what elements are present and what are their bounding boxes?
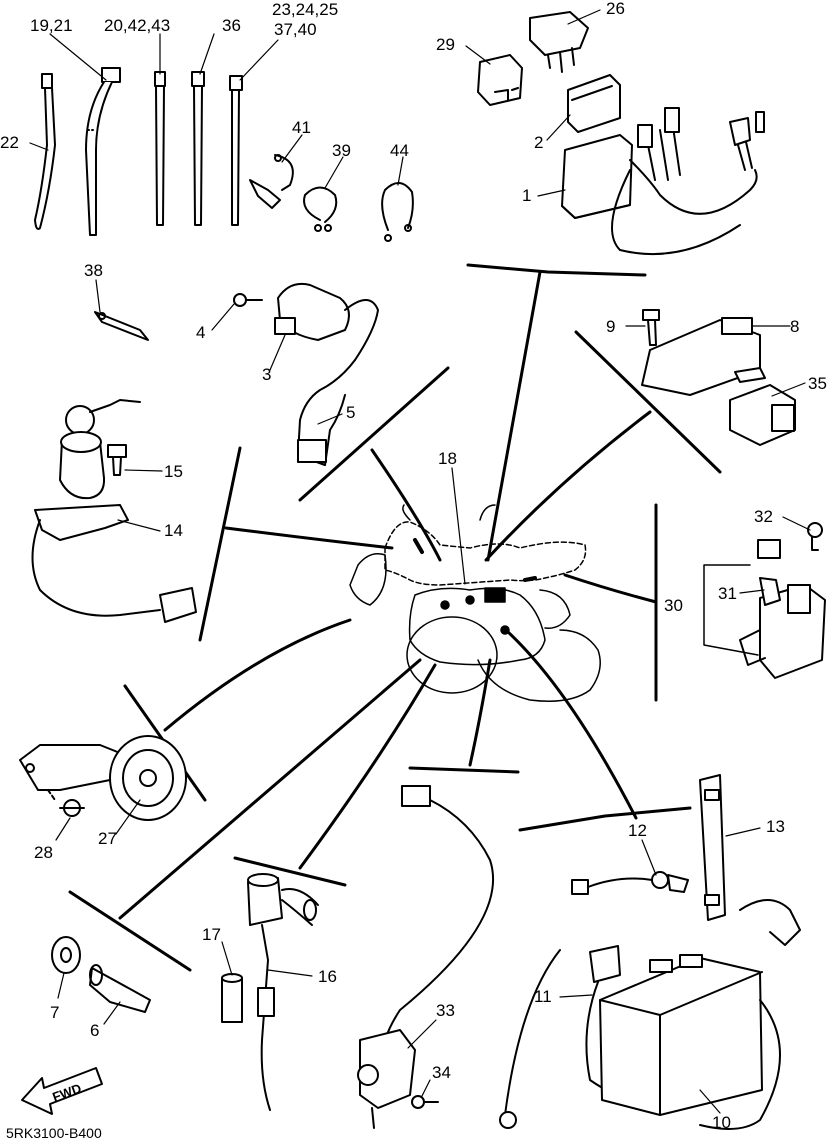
callout-36: 36 xyxy=(222,16,241,35)
diagram-code: 5RK3100-B400 xyxy=(6,1125,102,1141)
callout-2: 2 xyxy=(534,133,544,152)
callout-10: 10 xyxy=(712,1113,731,1132)
callout-27: 27 xyxy=(98,829,117,848)
callout-35: 35 xyxy=(808,374,827,393)
rectifier-8 xyxy=(642,318,765,395)
collar-17 xyxy=(222,974,242,1022)
clamp-44 xyxy=(382,183,413,241)
section-dividers xyxy=(70,265,720,970)
callout-6: 6 xyxy=(90,1021,100,1040)
callout-18: 18 xyxy=(438,449,457,468)
callout-44: 44 xyxy=(390,141,409,160)
cable-tie-22 xyxy=(35,74,55,229)
callout-4: 4 xyxy=(196,323,206,342)
callout-38: 38 xyxy=(84,261,103,280)
callout-23-24-25: 23,24,25 xyxy=(272,0,339,19)
callout-28: 28 xyxy=(34,843,53,862)
battery-band-13 xyxy=(700,775,725,920)
clamp-41 xyxy=(250,155,293,208)
forward-arrow-icon: FWD xyxy=(22,1068,102,1114)
callout-7: 7 xyxy=(50,1003,60,1022)
ground-lead xyxy=(500,950,560,1128)
callout-34: 34 xyxy=(432,1063,451,1082)
callout-3: 3 xyxy=(262,365,272,384)
battery-lead-12 xyxy=(572,872,688,894)
leader-lines xyxy=(30,10,810,1113)
callout-39: 39 xyxy=(332,141,351,160)
fuse-31 xyxy=(760,578,780,605)
relay-26 xyxy=(530,12,588,72)
callout-26: 26 xyxy=(606,0,625,18)
bolt-34 xyxy=(412,1096,438,1108)
callout-9: 9 xyxy=(606,317,616,336)
relay-29 xyxy=(478,55,522,105)
screw-15 xyxy=(108,445,126,475)
bolt-32 xyxy=(808,523,822,550)
neutral-switch-16 xyxy=(248,874,318,1110)
callout-13: 13 xyxy=(766,817,785,836)
callout-41: 41 xyxy=(292,118,311,137)
callout-15: 15 xyxy=(164,462,183,481)
callout-17: 17 xyxy=(202,925,221,944)
cable-tie-36 xyxy=(192,72,204,225)
callout-37-40: 37,40 xyxy=(274,20,317,39)
ignition-coil-3 xyxy=(275,284,378,360)
callout-22: 22 xyxy=(0,133,19,152)
battery-10 xyxy=(600,900,800,1129)
callout-16: 16 xyxy=(318,967,337,986)
callout-11: 11 xyxy=(534,987,552,1006)
bolt-28 xyxy=(60,800,84,816)
cable-tie-20 xyxy=(155,72,165,225)
callout-19-21: 19,21 xyxy=(30,16,73,35)
bracket-38 xyxy=(95,312,148,340)
washer-7 xyxy=(52,937,80,973)
motorcycle-silhouette xyxy=(350,505,600,701)
bolt-4 xyxy=(234,294,262,306)
sensor-6 xyxy=(90,965,150,1012)
plug-cap-5 xyxy=(298,360,355,465)
ecu-unit-1 xyxy=(562,108,764,254)
callout-1: 1 xyxy=(522,186,532,205)
callout-14: 14 xyxy=(164,521,183,540)
relay-35 xyxy=(730,385,795,445)
callout-32: 32 xyxy=(754,507,773,526)
starter-relay-30 xyxy=(740,540,825,678)
callout-12: 12 xyxy=(628,821,647,840)
callout-8: 8 xyxy=(790,317,800,336)
bolt-9 xyxy=(643,310,659,345)
cable-tie-19-21 xyxy=(86,68,120,235)
callout-29: 29 xyxy=(436,35,455,54)
cable-tie-23 xyxy=(230,76,242,225)
connector-2 xyxy=(568,75,620,132)
clamp-39 xyxy=(304,188,336,232)
callout-31: 31 xyxy=(718,584,737,603)
sidestand-switch-33 xyxy=(358,786,493,1128)
callout-33: 33 xyxy=(436,1001,455,1020)
callout-20-42-43: 20,42,43 xyxy=(104,16,171,35)
bracket-30 xyxy=(704,565,758,655)
callout-30: 30 xyxy=(664,596,683,615)
main-switch-14 xyxy=(33,400,197,622)
callout-5: 5 xyxy=(346,403,356,422)
horn-27 xyxy=(20,736,186,820)
